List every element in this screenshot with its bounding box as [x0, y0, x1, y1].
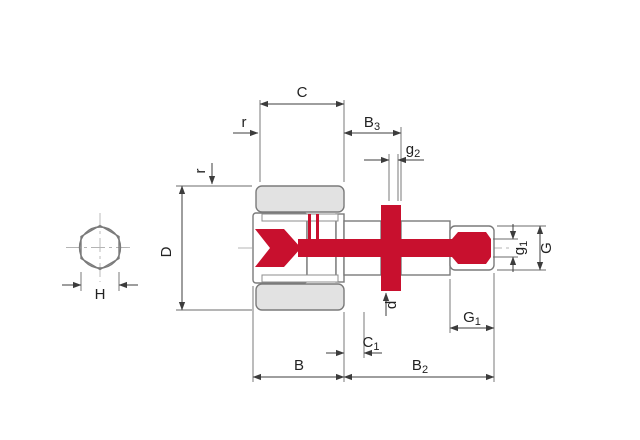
- label-H: H: [95, 286, 106, 303]
- roller-outer-ring: [255, 185, 345, 311]
- label-D: D: [158, 246, 175, 257]
- collar: [381, 205, 401, 291]
- hexagon: [80, 224, 120, 271]
- needle-row-bottom: [261, 274, 339, 283]
- label-r-top: r: [242, 114, 247, 131]
- hex-socket-end-view: [78, 224, 122, 271]
- label-g2: g2: [406, 141, 420, 160]
- outer-ring-top: [255, 185, 345, 213]
- stud-highlight-section: [255, 205, 491, 291]
- label-B: B: [294, 357, 304, 374]
- hex-socket-section: [255, 229, 301, 267]
- label-g1: g1: [511, 241, 530, 255]
- needle-row-top: [261, 213, 339, 222]
- grease-passage-left: [308, 214, 311, 240]
- socket-circle: [78, 226, 122, 269]
- label-C1: C1: [363, 334, 380, 353]
- grease-passage-right: [316, 214, 319, 240]
- label-G1: G1: [463, 309, 481, 328]
- label-B3: B3: [364, 114, 380, 133]
- thread-core: [452, 232, 491, 264]
- label-B2: B2: [412, 357, 428, 376]
- dimension-labels: C r B3 g2 r D H g1 G G1 C1 d B B2: [95, 84, 555, 376]
- dimension-lines: [62, 100, 544, 381]
- outer-ring-bottom: [255, 283, 345, 311]
- label-G: G: [538, 242, 555, 254]
- label-r-left: r: [192, 169, 209, 174]
- label-d: d: [383, 301, 400, 309]
- label-C: C: [297, 84, 308, 101]
